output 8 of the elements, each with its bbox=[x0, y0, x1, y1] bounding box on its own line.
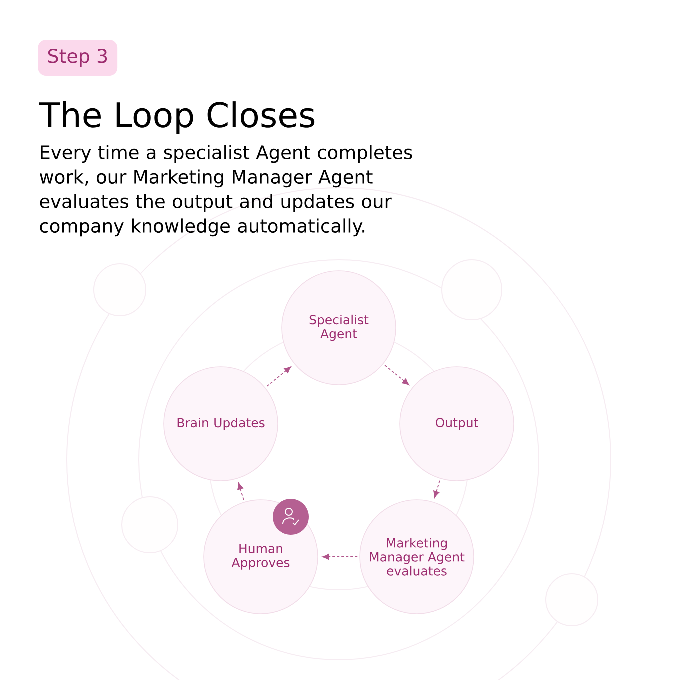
title: The Loop Closes bbox=[39, 102, 315, 134]
arrow bbox=[322, 554, 358, 560]
step-badge: Step 3 bbox=[38, 40, 118, 76]
description: Every time a specialist Agent completes work, our Marketing Manager Agent evaluates the output and updates our company knowledge automatically. bbox=[40, 145, 412, 237]
arrow bbox=[266, 366, 292, 387]
arrow bbox=[384, 365, 410, 386]
arrow bbox=[434, 480, 440, 498]
arrow bbox=[238, 482, 244, 501]
